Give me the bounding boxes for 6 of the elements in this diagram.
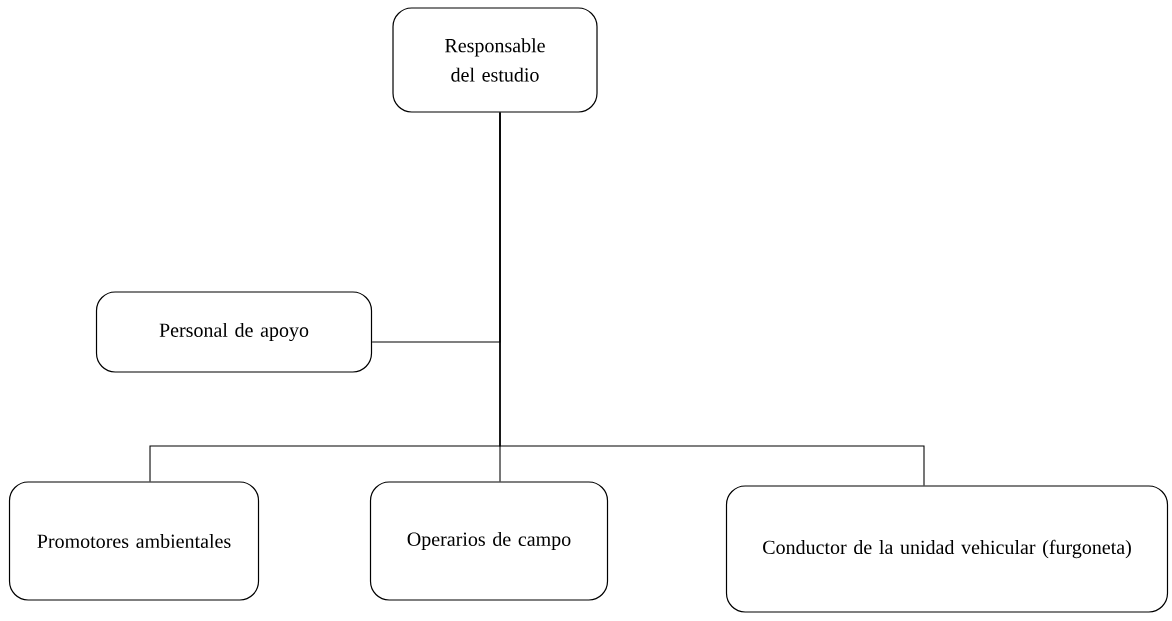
org-box: Promotores ambientales	[8, 481, 260, 601]
connector-line	[499, 112, 925, 486]
org-box: Operarios de campo	[369, 481, 609, 601]
org-box: Conductor de la unidad vehicular (furgoneta)	[725, 485, 1169, 613]
org-box: Personal de apoyo	[95, 291, 373, 373]
org-box: Responsable del estudio	[392, 7, 598, 113]
